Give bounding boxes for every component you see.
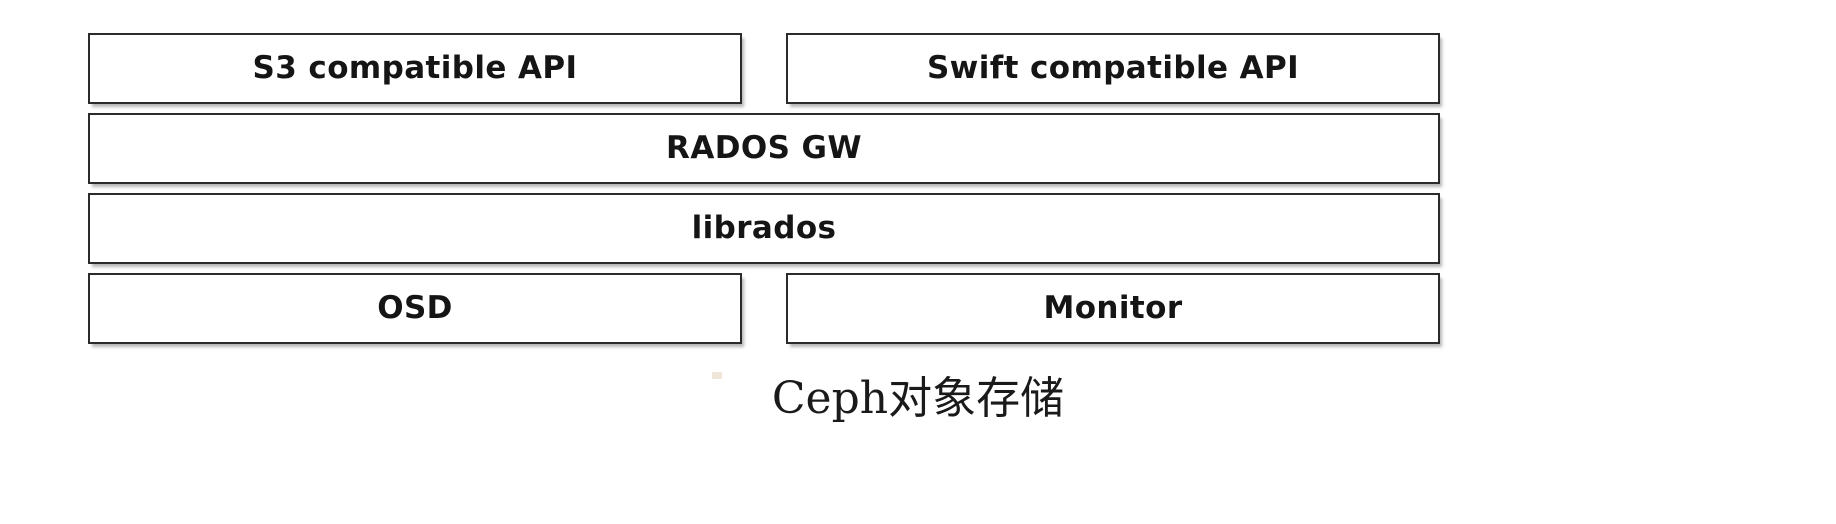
node-librados: librados xyxy=(88,193,1440,264)
node-label: RADOS GW xyxy=(666,130,862,166)
row-gap xyxy=(742,273,786,344)
api-layer-row: S3 compatible API Swift compatible API xyxy=(88,33,1440,104)
architecture-stack: S3 compatible API Swift compatible API R… xyxy=(88,33,1440,353)
node-monitor: Monitor xyxy=(786,273,1440,344)
node-osd: OSD xyxy=(88,273,742,344)
node-label: S3 compatible API xyxy=(252,50,578,86)
node-label: Monitor xyxy=(1043,290,1183,326)
diagram-caption: Ceph对象存储 xyxy=(771,373,1065,424)
library-layer-row: librados xyxy=(88,193,1440,264)
node-label: OSD xyxy=(377,290,453,326)
row-gap xyxy=(742,33,786,104)
scan-artifact-speck xyxy=(712,372,722,379)
node-swift-compatible-api: Swift compatible API xyxy=(786,33,1440,104)
node-label: librados xyxy=(691,210,837,246)
node-rados-gw: RADOS GW xyxy=(88,113,1440,184)
gateway-layer-row: RADOS GW xyxy=(88,113,1440,184)
node-label: Swift compatible API xyxy=(926,50,1300,86)
node-s3-compatible-api: S3 compatible API xyxy=(88,33,742,104)
daemon-layer-row: OSD Monitor xyxy=(88,273,1440,344)
